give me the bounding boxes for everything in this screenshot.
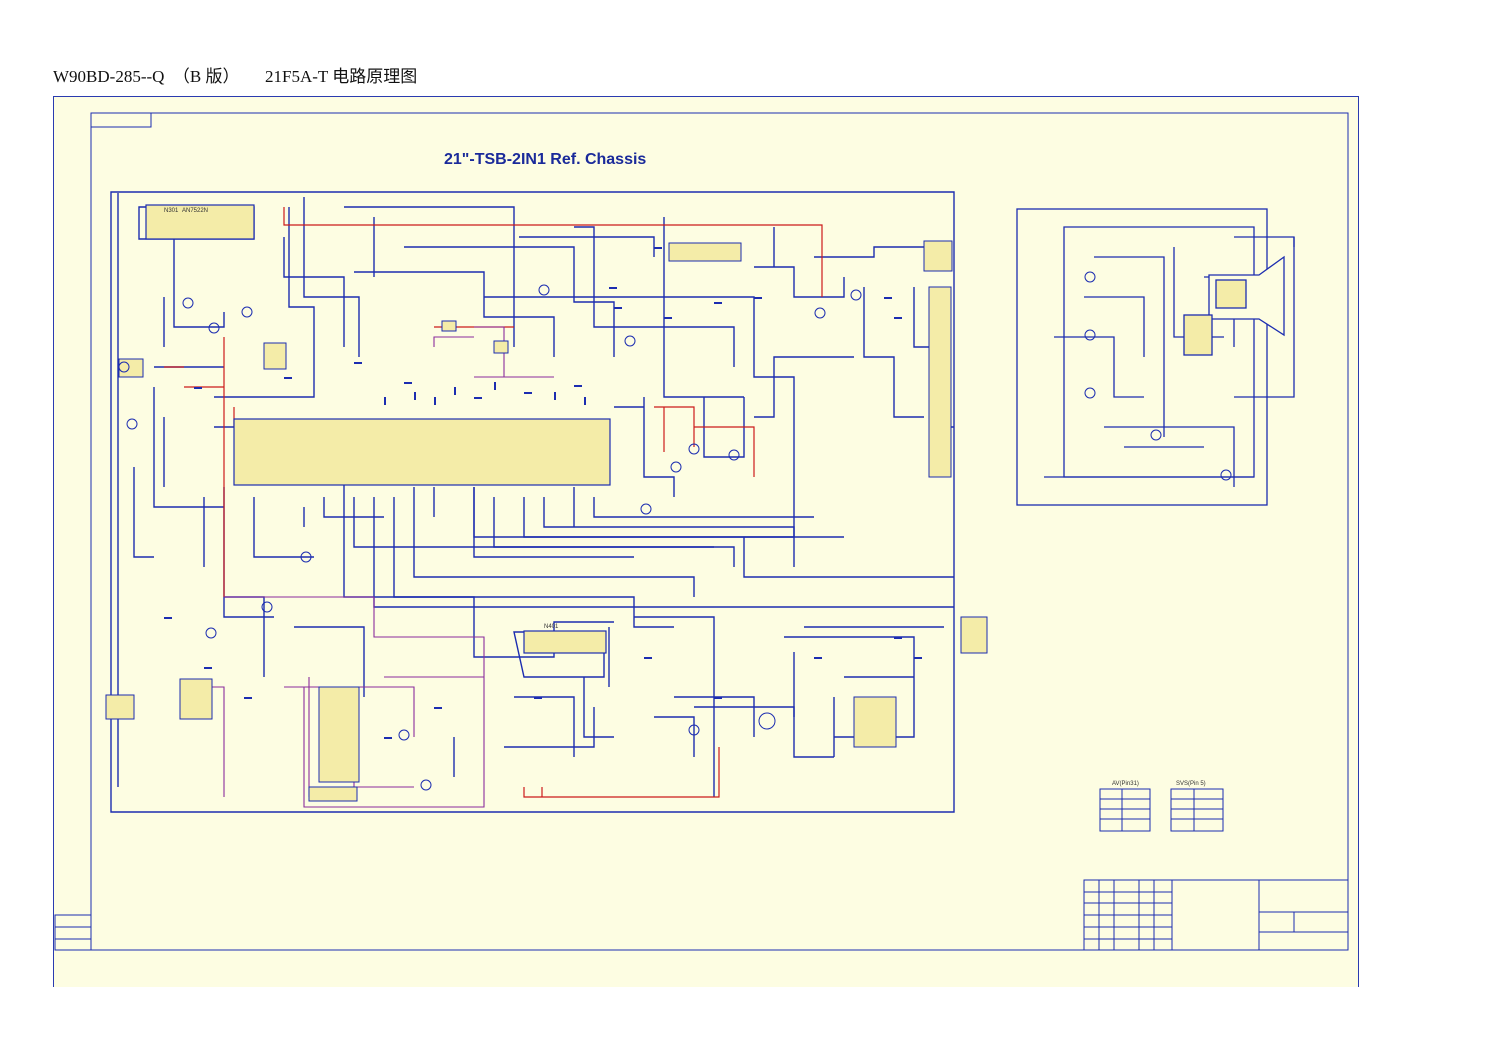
crt-neck <box>1183 255 1285 356</box>
schematic-sheet: 21"-TSB-2IN1 Ref. Chassis <box>53 96 1359 987</box>
connectors <box>105 240 988 802</box>
ic-n301-label: N301 <box>164 208 179 214</box>
svs-table-header: SVS(Pin 5) <box>1176 781 1206 787</box>
schematic-diagram: 21"-TSB-2IN1 Ref. Chassis <box>54 112 1349 951</box>
purple-wiring <box>184 326 554 808</box>
av-table: AV(Pin31) <box>1099 781 1151 832</box>
crt-board <box>1016 208 1295 506</box>
ic-n301-part: AN7522N <box>182 208 208 214</box>
svs-table: SVS(Pin 5) <box>1170 781 1224 832</box>
ic-n401: N401 <box>523 624 607 654</box>
transistors <box>118 284 862 791</box>
av-table-header: AV(Pin31) <box>1112 781 1139 787</box>
ic-n301: N301 AN7522N <box>145 204 255 240</box>
drawing-frame <box>54 112 1349 951</box>
chassis-title: 21"-TSB-2IN1 Ref. Chassis <box>444 151 646 168</box>
crt-transistors <box>1084 271 1232 481</box>
ic-n401-label: N401 <box>544 624 559 630</box>
main-board-wiring <box>110 191 955 813</box>
document-title: W90BD-285--Q （B 版） 21F5A-T 电路原理图 <box>53 67 418 86</box>
transformers <box>179 678 897 783</box>
red-wiring <box>164 207 823 798</box>
passive-components <box>164 247 922 739</box>
main-processor-ic <box>233 418 611 486</box>
